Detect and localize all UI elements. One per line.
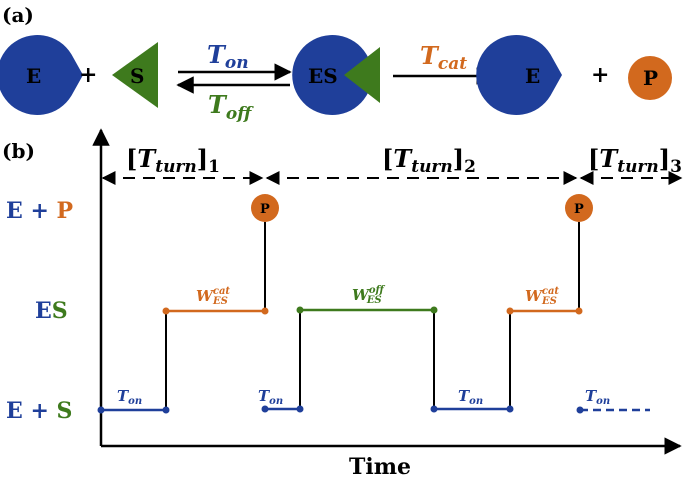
state-label-e-plus-p: E + P <box>6 198 73 224</box>
ton-label-2: Ton <box>258 387 283 407</box>
trace-dot <box>162 406 170 414</box>
t-cat-label: Tcat <box>420 41 467 74</box>
circle-product-icon: P <box>251 194 279 222</box>
product-marker-1 <box>251 194 279 222</box>
ton-label-4: Ton <box>585 387 610 407</box>
plus-sign: + <box>79 62 97 88</box>
ton-label-1: Ton <box>117 387 142 407</box>
t-off-label: Toff <box>208 90 254 124</box>
t-on-label: Ton <box>207 40 249 73</box>
plus-sign-2: + <box>591 62 609 88</box>
trace-dot <box>97 406 105 414</box>
trace-dot <box>162 307 170 315</box>
panel-b-label: (b) <box>2 139 35 163</box>
substrate-shape <box>112 42 158 108</box>
circle-product-icon <box>628 56 672 100</box>
complex-letter: ES <box>308 64 338 88</box>
triangle-substrate-icon <box>112 42 158 108</box>
enzyme-substrate-complex-icon <box>292 35 380 116</box>
trace-dot <box>576 406 584 414</box>
complex-enzyme-shape <box>292 35 378 116</box>
turn-2-label: [Tturn]2 <box>382 144 476 177</box>
circle-product-icon: P <box>565 194 593 222</box>
enzyme-shape-2 <box>476 35 562 116</box>
pacman-enzyme-icon <box>0 35 83 115</box>
substrate-letter: S <box>130 64 144 88</box>
enzyme-letter-2: E <box>525 64 540 88</box>
turn-1-label: [Tturn]1 <box>126 144 220 177</box>
product-marker-letter: P <box>260 202 270 217</box>
product-marker-2 <box>565 194 593 222</box>
trace-dot <box>506 405 514 413</box>
trace-dot <box>506 307 514 315</box>
ton-label-3: Ton <box>458 387 483 407</box>
product-marker-letter: P <box>574 202 584 217</box>
state-label-es: ES <box>35 298 68 324</box>
product-shape <box>628 56 672 100</box>
trace-dot <box>296 306 304 314</box>
enzyme-letter: E <box>26 64 41 88</box>
trace-dot <box>430 405 438 413</box>
pacman-enzyme-icon <box>476 35 562 116</box>
product-letter: P <box>643 66 658 90</box>
trace-dot <box>261 307 269 315</box>
panel-a-label: (a) <box>2 3 34 27</box>
trace-dot <box>296 405 304 413</box>
enzyme-shape-1 <box>0 35 83 115</box>
state-label-e-plus-s: E + S <box>6 398 72 424</box>
trace-dot <box>575 307 583 315</box>
x-axis-label: Time <box>349 454 411 479</box>
turn-3-label: [Tturn]3 <box>588 144 682 177</box>
complex-substrate-shape <box>344 47 380 103</box>
trace-dot <box>430 306 438 314</box>
trace-dot <box>261 405 269 413</box>
